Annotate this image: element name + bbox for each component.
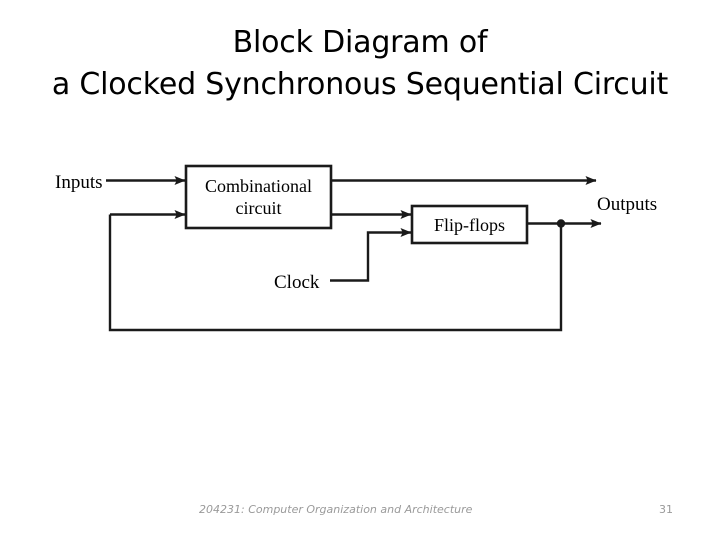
block-diagram-canvas: Combinational circuit Flip-flops Inputs …: [55, 164, 657, 332]
wire-clock-to-flipflops: [330, 228, 412, 282]
block-label-flip-flops: Flip-flops: [434, 215, 505, 235]
diagram-label-clock: Clock: [274, 272, 320, 293]
footer-page-number: 31: [659, 503, 673, 516]
slide-footer: 204231: Computer Organization and Archit…: [0, 494, 720, 540]
page-title: Block Diagram of a Clocked Synchronous S…: [0, 22, 720, 106]
block-combinational-circuit: [184, 164, 333, 230]
diagram-label-outputs: Outputs: [597, 194, 657, 215]
diagram-label-inputs: Inputs: [55, 172, 103, 193]
wire-flipflops-feedback-loop: [108, 214, 563, 332]
block-label-combinational-line-1: Combinational: [205, 176, 312, 196]
block-flip-flops: [410, 204, 529, 245]
footer-course-label: 204231: Computer Organization and Archit…: [199, 503, 473, 516]
page-title-line-2: a Clocked Synchronous Sequential Circuit: [51, 67, 669, 102]
page-title-line-1: Block Diagram of: [232, 25, 488, 60]
junction-dot-flipflop-output: [556, 219, 566, 228]
block-label-combinational-line-2: circuit: [236, 198, 282, 218]
block-diagram: Combinational circuit Flip-flops Inputs …: [55, 164, 657, 332]
